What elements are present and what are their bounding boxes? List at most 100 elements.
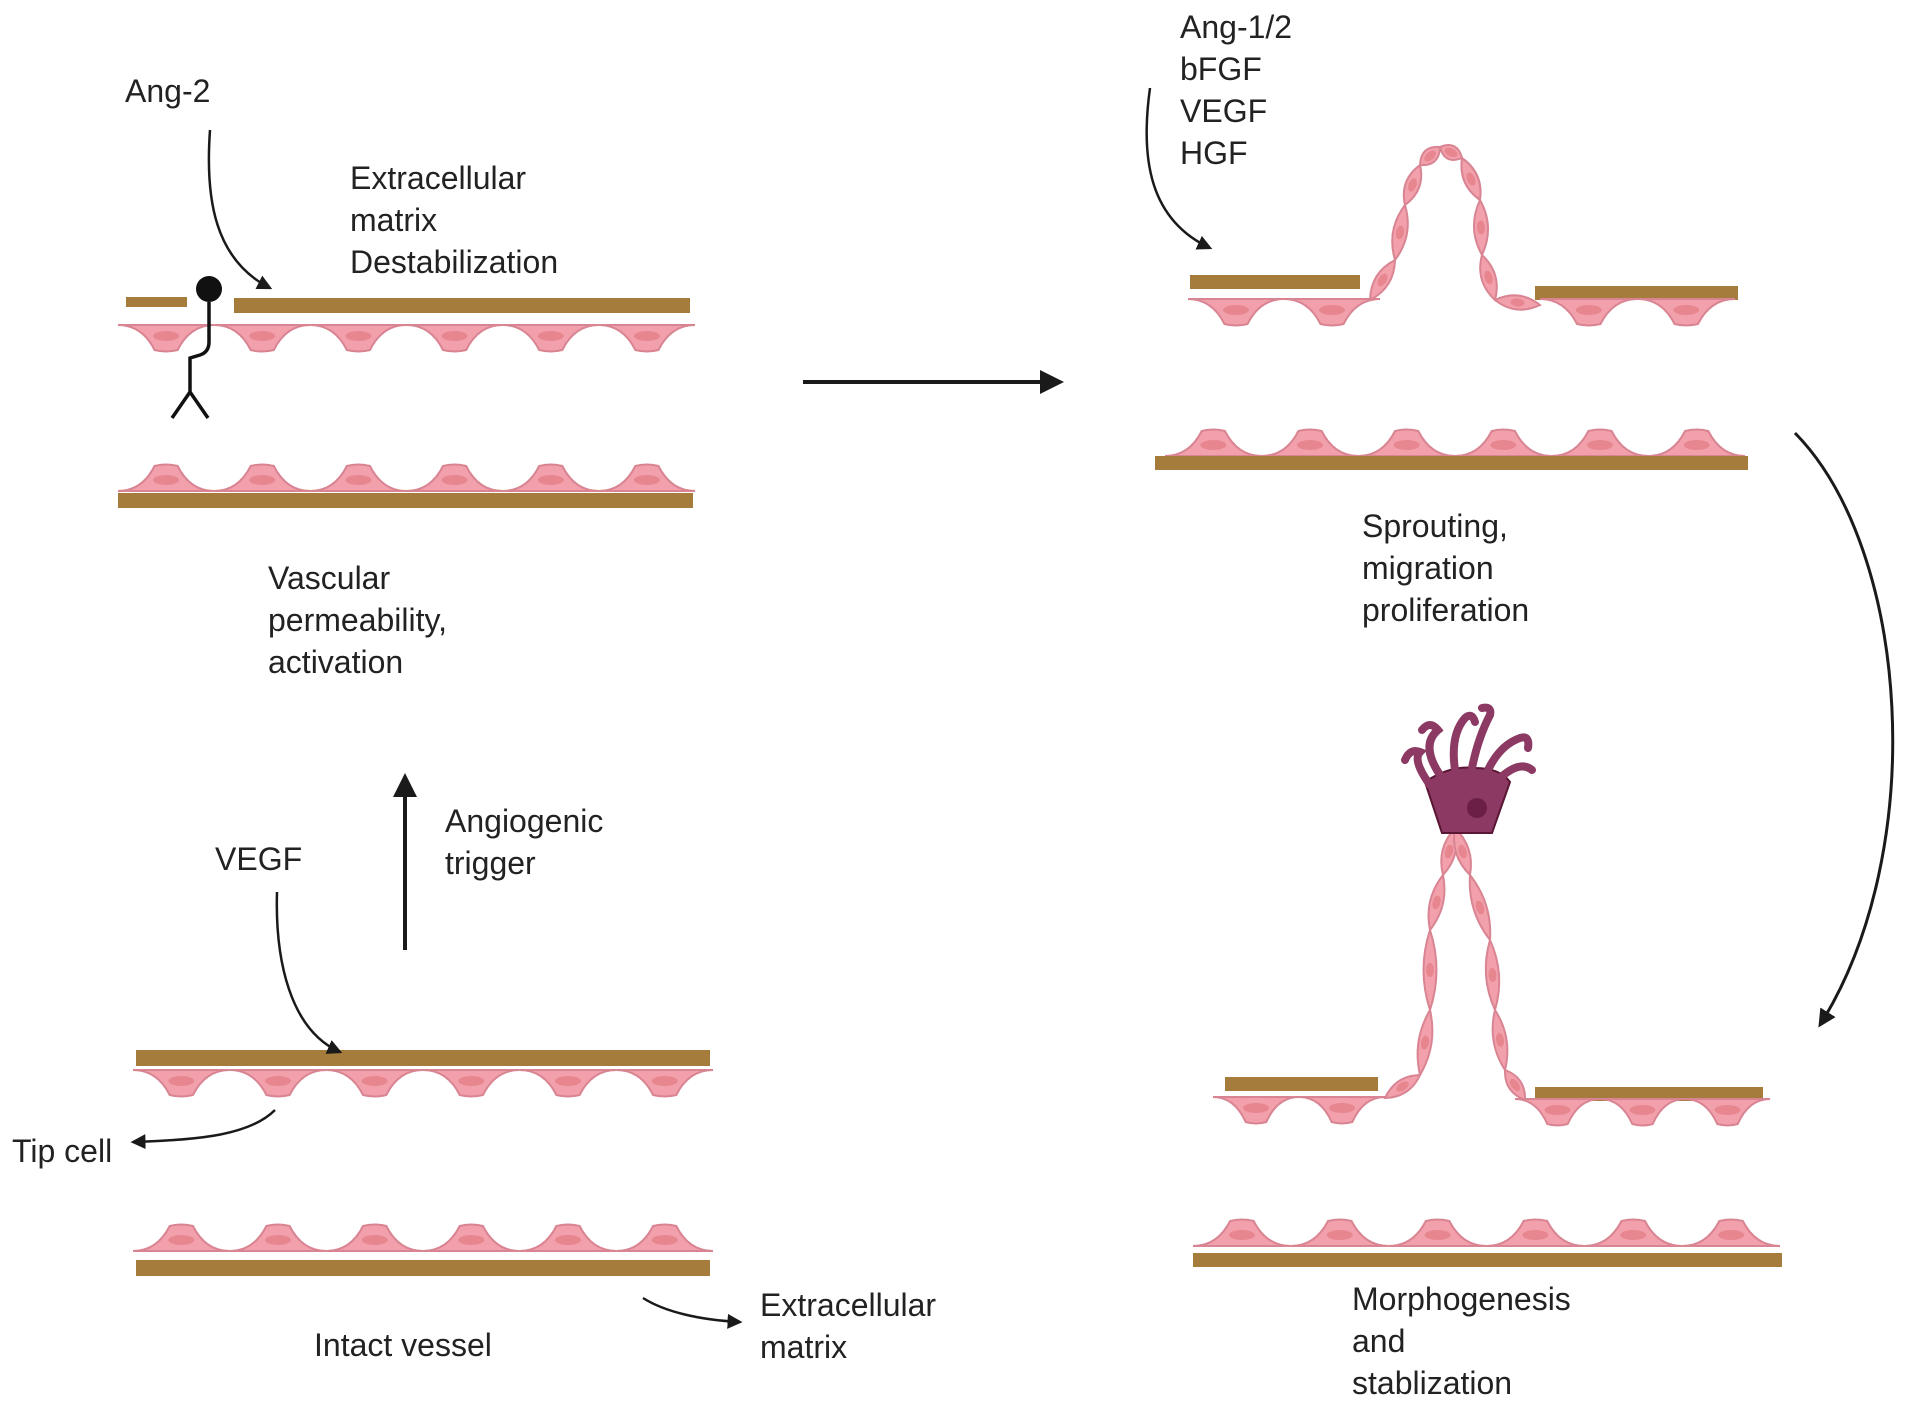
trigger-line-2: trigger [445, 845, 536, 881]
angiogenic-trigger-label: Angiogenic trigger [445, 800, 603, 884]
cell-nucleus [458, 1076, 485, 1086]
cell-nucleus [1329, 1103, 1355, 1113]
gf-bfgf: bFGF [1180, 51, 1262, 87]
cell-nucleus [1629, 1105, 1656, 1115]
sprout-nucleus [1377, 273, 1388, 287]
sprout-nucleus [1509, 1078, 1521, 1092]
sprout-nucleus [1424, 150, 1436, 162]
sprouting-line-1: Sprouting, [1362, 508, 1508, 544]
pericyte-icon [1401, 703, 1536, 834]
ang2-label: Ang-2 [125, 73, 211, 109]
intact-vessel-label: Intact vessel [314, 1327, 492, 1363]
sprout-nucleus [1458, 844, 1467, 859]
cell-nucleus [651, 1076, 678, 1086]
sprout-nucleus [1432, 895, 1441, 910]
pericyte-nucleus [1467, 798, 1487, 818]
sprout-nucleus [1444, 147, 1458, 158]
matrix-bar-lower [1155, 456, 1748, 470]
pericyte-process [1468, 703, 1495, 772]
extracellular-matrix-label: Extracellular matrix [760, 1284, 936, 1368]
sprout-nucleus [1484, 270, 1493, 285]
pericyte-process [1484, 733, 1533, 774]
cell-nucleus [265, 1076, 291, 1086]
sprout-nucleus [1408, 178, 1417, 192]
matrix-bar-lower [1193, 1253, 1782, 1267]
cell-nucleus [1223, 305, 1249, 315]
cell-nucleus [633, 475, 660, 485]
cell-nucleus [1575, 305, 1602, 315]
vasc-perm-line-3: activation [268, 644, 404, 680]
morpho-line-3: stablization [1352, 1365, 1513, 1401]
matrix-bar-top [136, 1050, 710, 1066]
morphogenesis-label: Morphogenesis and stablization [1352, 1278, 1571, 1404]
sprouting-label: Sprouting, migration proliferation [1362, 505, 1529, 631]
sprout-nucleus [1476, 220, 1486, 235]
cell-nucleus [458, 1235, 485, 1245]
cell-nucleus [1718, 1230, 1745, 1240]
sprout-nucleus [1426, 963, 1434, 977]
gf-hgf: HGF [1180, 135, 1248, 171]
vegf-arrow [275, 891, 343, 1054]
ecm-line-1: Extracellular [760, 1287, 937, 1323]
sprout-nucleus [1395, 225, 1405, 240]
cell-nucleus [1319, 305, 1345, 315]
pericyte-process [1496, 762, 1536, 782]
ang2-ligand-dot [196, 276, 222, 302]
sprout-nucleus [1488, 968, 1497, 982]
cell-nucleus [345, 331, 372, 341]
vegf-label: VEGF [215, 841, 303, 877]
pericyte-process [1418, 721, 1444, 779]
cell-nucleus [555, 1076, 581, 1086]
tip-cell-label: Tip cell [12, 1133, 113, 1169]
ang2-receptor-figure [170, 302, 211, 419]
cell-nucleus [1522, 1230, 1549, 1240]
extracellular-matrix-arrow [642, 1296, 743, 1329]
morpho-line-1: Morphogenesis [1352, 1281, 1571, 1317]
ecm-destabilization-label: Extracellular matrix Destabilization [350, 157, 558, 283]
curved-transition-arrow [1793, 431, 1895, 1028]
cell-nucleus [441, 331, 468, 341]
matrix-bar-destabilized [234, 298, 690, 313]
cell-nucleus [168, 1076, 195, 1086]
trigger-line-1: Angiogenic [445, 803, 604, 839]
cell-nucleus [168, 1235, 195, 1245]
cell-nucleus [1683, 440, 1710, 450]
cell-nucleus [361, 1076, 388, 1086]
cell-nucleus [153, 475, 180, 485]
matrix-fragment-left [1225, 1077, 1378, 1091]
tip-cell-arrow [130, 1109, 276, 1150]
cell-nucleus [1490, 440, 1517, 450]
cell-nucleus [1544, 1105, 1571, 1115]
growth-factor-arrow [1145, 87, 1213, 250]
sprout-nucleus [1466, 172, 1476, 186]
cell-nucleus [1243, 1103, 1269, 1113]
gf-ang12: Ang-1/2 [1180, 9, 1293, 45]
cell-nucleus [1673, 305, 1700, 315]
sprouting-line-3: proliferation [1362, 592, 1530, 628]
vascular-permeability-label: Vascular permeability, activation [268, 557, 447, 683]
sprout-nucleus [1444, 844, 1454, 859]
cell-nucleus [1393, 440, 1420, 450]
sprout-nucleus [1495, 1033, 1505, 1047]
sprout-nucleus [1420, 1035, 1430, 1050]
ecm-line-2: matrix [760, 1329, 848, 1365]
cell-nucleus [1297, 440, 1323, 450]
ecm-destab-line-1: Extracellular [350, 160, 527, 196]
cell-nucleus [651, 1235, 678, 1245]
matrix-fragment-right [1535, 286, 1738, 300]
cell-nucleus [1714, 1105, 1741, 1115]
cell-nucleus [1424, 1230, 1451, 1240]
matrix-fragment [126, 297, 187, 307]
cell-nucleus [345, 475, 372, 485]
cell-nucleus [1326, 1230, 1353, 1240]
ecm-destab-line-3: Destabilization [350, 244, 559, 280]
cell-nucleus [537, 475, 564, 485]
sprout-nucleus [1510, 298, 1525, 307]
matrix-bar-lower [118, 493, 693, 508]
cell-nucleus [249, 475, 276, 485]
pericyte-process [1401, 747, 1434, 789]
gf-vegf: VEGF [1180, 93, 1268, 129]
sprouting-line-2: migration [1362, 550, 1494, 586]
